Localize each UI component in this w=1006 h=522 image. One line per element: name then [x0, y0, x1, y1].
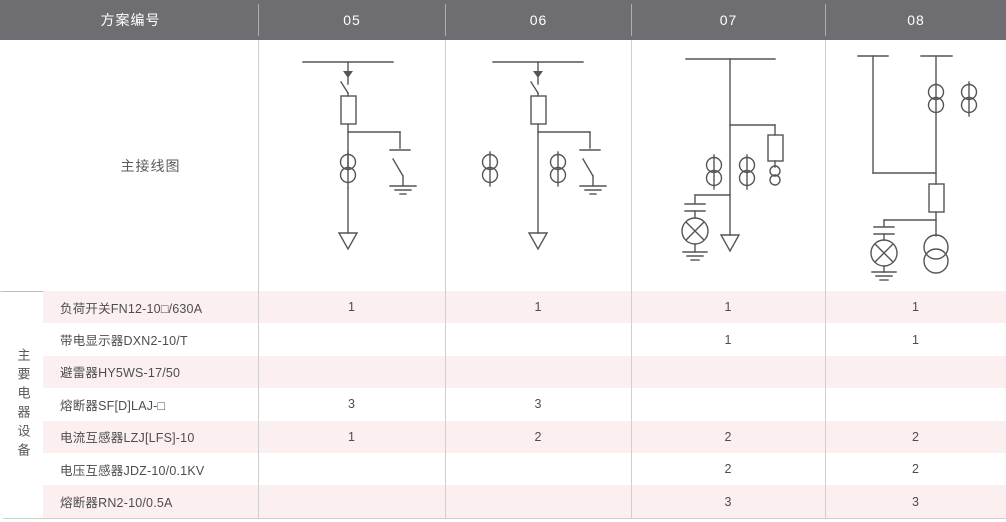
- row-value-08: 1: [912, 332, 919, 347]
- column-divider: [631, 291, 632, 518]
- column-divider: [825, 40, 826, 291]
- column-divider: [825, 291, 826, 518]
- diagram-cell-05: [259, 40, 445, 291]
- row-value-06: [445, 323, 631, 355]
- table-row: 避雷器HY5WS-17/50: [43, 355, 1006, 389]
- row-value-05: 1: [348, 429, 355, 444]
- single-line-diagram-07-icon: [681, 58, 784, 261]
- header-divider: [258, 4, 259, 36]
- row-value-05: [258, 485, 445, 517]
- row-value-07: [631, 388, 825, 420]
- column-divider: [445, 40, 446, 291]
- column-divider: [258, 291, 259, 518]
- row-value-06: 3: [534, 397, 542, 412]
- header-col-08: 08: [907, 12, 925, 28]
- main-wiring-diagram-row: 主接线图: [0, 40, 1006, 292]
- diagram-cell-06: [446, 40, 631, 291]
- table-row: 熔断器RN2-10/0.5A 3 3: [43, 485, 1006, 518]
- row-value-06: [445, 485, 631, 517]
- header-col-07: 07: [719, 12, 738, 28]
- row-value-07: 2: [724, 462, 732, 477]
- header-divider: [631, 4, 632, 36]
- column-divider: [445, 291, 446, 518]
- row-label: 熔断器SF[D]LAJ-□: [60, 398, 166, 413]
- equipment-group-label-text: 主要电器设备: [15, 347, 31, 462]
- table-row: 电压互感器JDZ-10/0.1KV 2 2: [43, 452, 1006, 486]
- row-value-06: 1: [534, 300, 542, 315]
- header-title: 方案编号: [100, 12, 161, 28]
- row-value-05: [258, 356, 445, 388]
- row-value-06: 2: [534, 429, 542, 444]
- row-value-07: 1: [724, 332, 732, 347]
- row-value-07: 1: [724, 300, 732, 315]
- row-value-08: [825, 388, 1006, 420]
- row-value-08: 2: [912, 429, 919, 444]
- row-value-08: 1: [912, 300, 919, 315]
- row-label: 带电显示器DXN2-10/T: [60, 334, 188, 349]
- row-value-05: 3: [348, 397, 355, 412]
- row-label: 避雷器HY5WS-17/50: [60, 366, 181, 381]
- row-value-05: [258, 323, 445, 355]
- header-col-06: 06: [529, 12, 548, 28]
- table-row: 负荷开关FN12-10□/630A 1 1 1 1: [43, 291, 1006, 324]
- header-divider: [825, 4, 826, 36]
- row-label: 电流互感器LZJ[LFS]-10: [60, 431, 195, 446]
- diagram-cell-07: [632, 40, 825, 291]
- row-label: 熔断器RN2-10/0.5A: [60, 496, 173, 511]
- row-value-06: [445, 356, 631, 388]
- row-value-07: 3: [724, 494, 732, 509]
- main-wiring-diagram-label: 主接线图: [120, 157, 181, 174]
- table-header: 方案编号 05 06 07 08: [0, 0, 1006, 40]
- column-divider: [258, 40, 259, 291]
- row-label: 负荷开关FN12-10□/630A: [60, 301, 203, 316]
- row-value-06: [445, 453, 631, 485]
- diagram-cell-08: [826, 40, 1006, 291]
- row-value-07: 2: [724, 429, 732, 444]
- row-value-07: [631, 356, 825, 388]
- row-value-05: 1: [348, 300, 355, 315]
- equipment-table: 主要电器设备 负荷开关FN12-10□/630A 1 1 1 1 带电显示器DX…: [0, 291, 1006, 522]
- row-value-08: [825, 356, 1006, 388]
- column-divider: [631, 40, 632, 291]
- equipment-group-label: 主要电器设备: [3, 291, 43, 518]
- table-bottom-border: [3, 518, 1006, 519]
- table-row: 电流互感器LZJ[LFS]-10 1 2 2 2: [43, 420, 1006, 453]
- row-value-05: [258, 453, 445, 485]
- single-line-diagram-06-icon: [481, 61, 607, 251]
- row-label: 电压互感器JDZ-10/0.1KV: [60, 463, 205, 478]
- header-divider: [445, 4, 446, 36]
- single-line-diagram-05-icon: [302, 61, 417, 251]
- header-col-05: 05: [343, 12, 361, 28]
- single-line-diagram-08-icon: [857, 55, 978, 281]
- table-row: 熔断器SF[D]LAJ-□ 3 3: [43, 388, 1006, 421]
- row-value-08: 3: [912, 494, 919, 509]
- table-row: 带电显示器DXN2-10/T 1 1: [43, 323, 1006, 356]
- row-value-08: 2: [912, 462, 919, 477]
- equipment-rows: 负荷开关FN12-10□/630A 1 1 1 1 带电显示器DXN2-10/T…: [43, 291, 1006, 518]
